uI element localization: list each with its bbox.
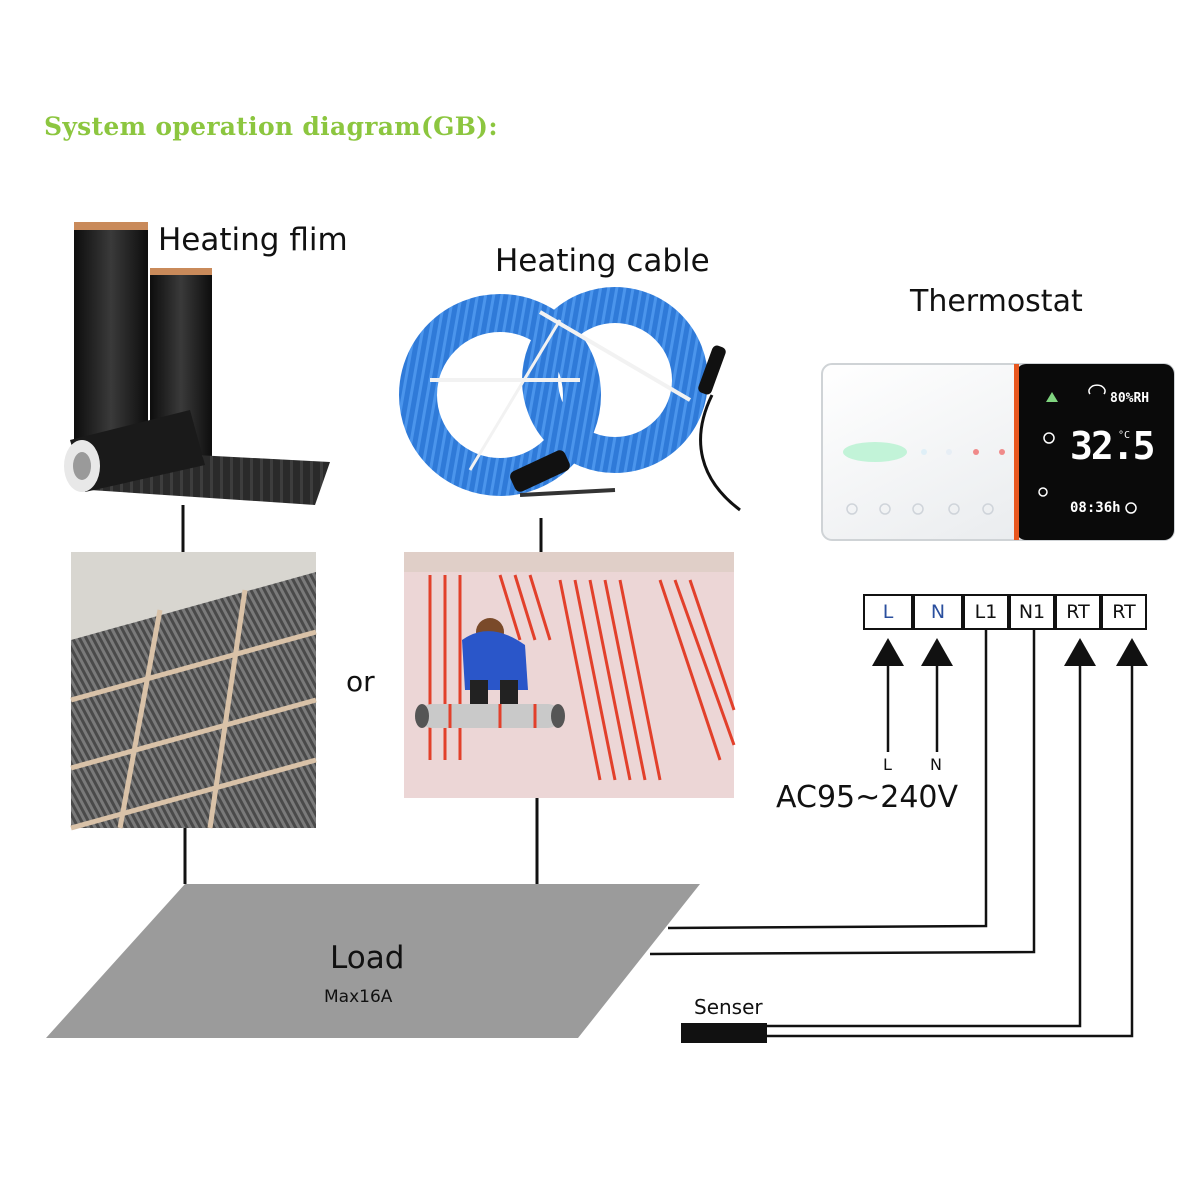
thermostat-humidity: 80%RH: [1110, 391, 1150, 406]
terminal-n: N: [913, 594, 963, 630]
load-label: Load: [330, 940, 405, 976]
terminal-n1: N1: [1009, 594, 1055, 630]
terminal-rt-1: RT: [1055, 594, 1101, 630]
terminal-l1: L1: [963, 594, 1009, 630]
or-label: or: [346, 665, 375, 698]
cable-floor-photo: [404, 552, 736, 798]
terminal-rt-2: RT: [1101, 594, 1147, 630]
load-plate: [46, 884, 700, 1038]
terminal-arrows: [872, 638, 1148, 666]
supply-l-label: L: [883, 755, 892, 774]
thermostat-temperature: 32.5: [1070, 424, 1156, 468]
supply-voltage-label: AC95~240V: [776, 780, 959, 815]
terminal-l: L: [863, 594, 913, 630]
connector-lines: [181, 505, 543, 884]
thermostat-clock: 08:36h: [1070, 500, 1121, 516]
supply-n-label: N: [930, 755, 942, 774]
thermostat-label: Thermostat: [910, 284, 1083, 319]
heating-film-label: Heating flim: [158, 222, 348, 258]
sensor-probe: [681, 1023, 767, 1043]
heating-film-image: [64, 222, 330, 505]
load-max-label: Max16A: [324, 987, 393, 1007]
wiring: [649, 630, 1134, 1038]
heating-cable-image: [399, 287, 741, 512]
diagram-title: System operation diagram(GB):: [44, 112, 498, 141]
thermostat-temp-unit: °C: [1118, 430, 1131, 441]
thermostat-device: [821, 363, 1175, 541]
film-floor-photo: [70, 552, 317, 831]
sensor-label: Senser: [694, 995, 763, 1019]
heating-cable-label: Heating cable: [495, 243, 710, 279]
